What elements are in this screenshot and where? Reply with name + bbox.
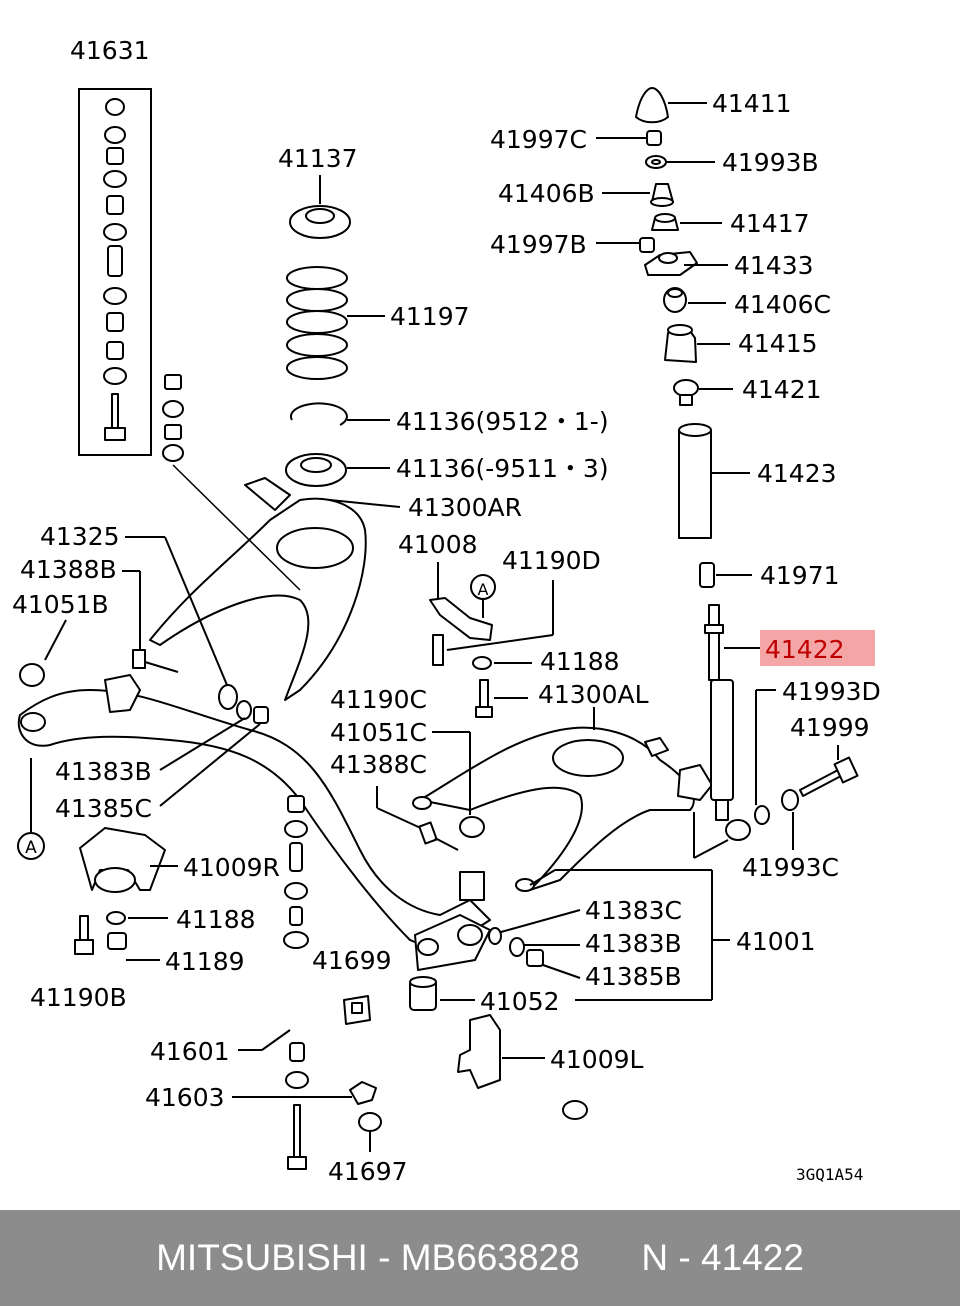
bushing-41406c bbox=[663, 287, 726, 313]
bump-stop-41421 bbox=[673, 379, 733, 406]
label-41197: 41197 bbox=[390, 302, 470, 331]
label-41417: 41417 bbox=[730, 209, 810, 238]
brand-name: MITSUBISHI bbox=[156, 1237, 368, 1278]
label-41385c: 41385C bbox=[55, 794, 152, 823]
stabilizer-bushing-column bbox=[284, 795, 309, 1170]
label-41383c: 41383C bbox=[585, 896, 682, 925]
label-41699: 41699 bbox=[312, 946, 392, 975]
label-41001: 41001 bbox=[736, 927, 816, 956]
nuts-41188-41189 bbox=[74, 911, 168, 961]
separator: - bbox=[367, 1237, 401, 1278]
label-41190b: 41190B bbox=[30, 983, 127, 1012]
bolt-41999 bbox=[799, 745, 859, 797]
label-41136-a: 41136(9512・1-) bbox=[396, 407, 609, 436]
bushing-41051c bbox=[432, 731, 485, 838]
bushing-41052 bbox=[409, 976, 475, 1011]
ref-number: 41422 bbox=[701, 1237, 804, 1278]
spacer-41971 bbox=[699, 562, 752, 588]
part-footer-bar: MITSUBISHI - MB663828 N - 41422 bbox=[0, 1210, 960, 1306]
label-41383b-right: 41383B bbox=[585, 929, 682, 958]
label-41388b: 41388B bbox=[20, 555, 117, 584]
separator-2: - bbox=[668, 1237, 702, 1278]
dust-boot-41423 bbox=[678, 423, 750, 539]
label-41300al: 41300AL bbox=[538, 680, 649, 709]
crossmember bbox=[17, 674, 491, 971]
nut-41997b bbox=[596, 237, 655, 253]
label-41052: 41052 bbox=[480, 987, 560, 1016]
mount-41433 bbox=[644, 251, 728, 276]
label-41383b-left: 41383B bbox=[55, 757, 152, 786]
label-41190c: 41190C bbox=[330, 685, 427, 714]
label-41188-a: 41188 bbox=[540, 647, 620, 676]
shock-cap bbox=[635, 87, 707, 124]
label-41009r: 41009R bbox=[183, 853, 280, 882]
label-41189: 41189 bbox=[165, 947, 245, 976]
nut-41188-a bbox=[472, 656, 532, 670]
label-41971: 41971 bbox=[760, 561, 840, 590]
label-41415: 41415 bbox=[738, 329, 818, 358]
label-41406c: 41406C bbox=[734, 290, 831, 319]
label-41051b: 41051B bbox=[12, 590, 109, 619]
label-41601: 41601 bbox=[150, 1037, 230, 1066]
label-41136-b: 41136(-9511・3) bbox=[396, 454, 609, 483]
label-41697: 41697 bbox=[328, 1157, 408, 1186]
parts-diagram: 41631 41137 41197 41136(9512・1-) 41136(-… bbox=[12, 36, 881, 1186]
ref-prefix: N bbox=[641, 1237, 669, 1278]
stabilizer-bar bbox=[238, 931, 588, 1154]
trailing-arm-right bbox=[149, 477, 401, 701]
label-41385b: 41385B bbox=[585, 962, 682, 991]
trailing-arm-left bbox=[412, 707, 713, 892]
ref-marker-a-bottom: A bbox=[25, 838, 37, 858]
shock-absorber-41422 bbox=[704, 604, 760, 841]
bolt-41388c bbox=[376, 786, 459, 851]
label-41008: 41008 bbox=[398, 530, 478, 559]
label-41993d: 41993D bbox=[782, 677, 881, 706]
label-41993b: 41993B bbox=[722, 148, 819, 177]
washer-41993c bbox=[781, 789, 799, 850]
clamp-41699 bbox=[343, 995, 371, 1025]
label-41422: 41422 bbox=[765, 635, 845, 664]
label-41423: 41423 bbox=[757, 459, 837, 488]
coil-spring bbox=[286, 266, 385, 380]
diagram-code: 3GQ1A54 bbox=[796, 1165, 863, 1184]
label-41325: 41325 bbox=[40, 522, 120, 551]
label-41009l: 41009L bbox=[550, 1045, 644, 1074]
ref-marker-a-top: A bbox=[478, 580, 489, 599]
label-41406b: 41406B bbox=[498, 179, 595, 208]
bolt-41190c bbox=[475, 679, 528, 718]
bushing-column-left bbox=[162, 374, 301, 591]
nut-41997c bbox=[596, 130, 662, 146]
label-41997b: 41997B bbox=[490, 230, 587, 259]
label-41631: 41631 bbox=[70, 36, 150, 65]
label-41137: 41137 bbox=[278, 144, 358, 173]
label-41999: 41999 bbox=[790, 713, 870, 742]
bushing-41406b bbox=[602, 183, 674, 207]
spring-seat-upper bbox=[289, 175, 351, 239]
label-41421: 41421 bbox=[742, 375, 822, 404]
stabilizer-link-kit bbox=[78, 88, 152, 456]
insulator-41417 bbox=[651, 213, 722, 231]
label-41051c: 41051C bbox=[330, 718, 427, 747]
cup-41415 bbox=[664, 324, 730, 363]
label-41188-b: 41188 bbox=[176, 905, 256, 934]
label-41300ar: 41300AR bbox=[408, 493, 522, 522]
label-41388c: 41388C bbox=[330, 750, 427, 779]
spring-seat-lower bbox=[285, 402, 390, 487]
label-41997c: 41997C bbox=[490, 125, 587, 154]
highlight-box bbox=[760, 630, 875, 666]
label-41993c: 41993C bbox=[742, 853, 839, 882]
label-41411: 41411 bbox=[712, 89, 792, 118]
washers-41383b-41385c bbox=[132, 649, 269, 807]
group-41001 bbox=[488, 869, 730, 1001]
label-41433: 41433 bbox=[734, 251, 814, 280]
washer-41993b bbox=[645, 155, 715, 169]
washer-41993d bbox=[754, 689, 776, 825]
bushing-41697 bbox=[358, 1112, 382, 1152]
bracket-41008 bbox=[429, 562, 554, 666]
label-41190d: 41190D bbox=[502, 546, 601, 575]
bracket-41009r bbox=[79, 827, 178, 893]
bracket-41009l bbox=[457, 1014, 545, 1089]
label-41603: 41603 bbox=[145, 1083, 225, 1112]
part-number: MB663828 bbox=[400, 1237, 580, 1278]
